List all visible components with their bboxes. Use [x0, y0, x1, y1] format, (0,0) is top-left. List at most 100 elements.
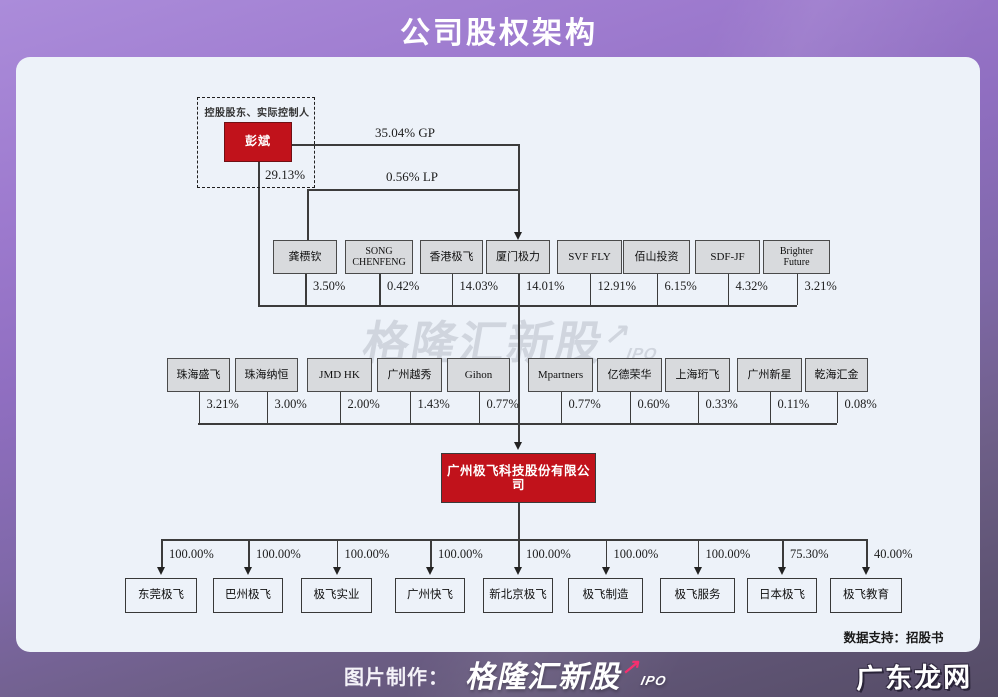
ownership-percentage: 14.01% — [526, 279, 565, 293]
ownership-percentage: 0.08% — [844, 397, 877, 411]
ownership-percentage: 3.50% — [313, 279, 346, 293]
shareholder-box: 龚槚钦 — [273, 240, 337, 274]
connector-line — [560, 392, 562, 423]
arrowhead-icon — [514, 442, 523, 450]
connector-line — [307, 189, 309, 240]
arrowhead-icon — [157, 567, 166, 575]
shareholder-box: SDF-JF — [695, 240, 760, 274]
subsidiary-box: 极飞服务 — [660, 578, 735, 613]
ownership-percentage: 0.11% — [777, 397, 810, 411]
connector-line — [258, 162, 260, 305]
arrowhead-icon — [332, 567, 341, 575]
shareholder-box: 佰山投资 — [623, 240, 690, 274]
ownership-percentage: 1.43% — [417, 397, 450, 411]
connector-line — [307, 189, 519, 191]
controlling-shareholder-group-label: 控股股东、实际控制人 — [204, 108, 310, 119]
connector-line — [697, 392, 699, 423]
connector-line — [336, 539, 338, 568]
connector-line — [518, 305, 520, 445]
shareholder-box: SONG CHENFENG — [345, 240, 413, 274]
connector-line — [305, 274, 307, 305]
ownership-percentage: 75.30% — [790, 547, 829, 561]
connector-line — [248, 539, 250, 568]
connector-line — [198, 392, 200, 423]
controller-box: 彭斌 — [224, 122, 292, 162]
equity-structure-card: 格隆汇新股↗IPO 控股股东、实际控制人 彭斌 35.04% GP 0.56% … — [16, 57, 980, 652]
shareholder-box: Mpartners — [528, 358, 593, 392]
connector-line — [518, 503, 520, 539]
arrowhead-icon — [778, 567, 787, 575]
connector-line — [451, 274, 453, 305]
arrowhead-icon — [514, 567, 523, 575]
ownership-percentage: 100.00% — [526, 547, 571, 561]
connector-line — [589, 274, 591, 305]
connector-line — [796, 274, 798, 305]
shareholder-box: 珠海纳恒 — [235, 358, 298, 392]
ownership-percentage: 2.00% — [347, 397, 380, 411]
ownership-percentage: 3.00% — [274, 397, 307, 411]
connector-line — [258, 305, 797, 307]
subsidiary-box: 日本极飞 — [747, 578, 817, 613]
connector-line — [161, 539, 867, 541]
connector-line — [656, 274, 658, 305]
ownership-percentage: 14.03% — [459, 279, 499, 293]
subsidiary-box: 极飞制造 — [568, 578, 643, 613]
shareholder-box: Brighter Future — [763, 240, 830, 274]
ownership-percentage: 0.33% — [705, 397, 738, 411]
connector-line — [266, 392, 268, 423]
shareholder-box: 上海珩飞 — [665, 358, 730, 392]
connector-line — [866, 539, 868, 568]
connector-line — [409, 392, 411, 423]
ownership-percentage: 4.32% — [735, 279, 768, 293]
ownership-percentage: 100.00% — [169, 547, 214, 561]
shareholder-box: 广州新星 — [737, 358, 802, 392]
edge-label-lp: 0.56% LP — [386, 169, 438, 184]
ownership-percentage: 100.00% — [613, 547, 659, 561]
connector-line — [379, 274, 381, 305]
data-support-note: 数据支持：招股书 — [843, 631, 944, 645]
connector-line — [697, 539, 699, 568]
shareholder-box: 亿德荣华 — [597, 358, 662, 392]
arrowhead-icon — [426, 567, 435, 575]
connector-line — [478, 392, 480, 423]
arrowhead-icon — [514, 232, 523, 240]
connector-line — [161, 539, 163, 568]
ownership-percentage: 6.15% — [664, 279, 697, 293]
controlling-shareholder-group-frame — [197, 97, 315, 188]
connector-line — [292, 144, 518, 146]
page-title: 公司股权架构 — [400, 17, 598, 50]
company-box: 广州极飞科技股份有限公司 — [441, 453, 596, 503]
footer: 图片制作： 格隆汇新股↗IPO 广东龙网 — [0, 650, 998, 697]
subsidiary-box: 极飞实业 — [301, 578, 372, 613]
connector-line — [430, 539, 432, 568]
subsidiary-box: 广州快飞 — [395, 578, 465, 613]
shareholder-box: JMD HK — [307, 358, 372, 392]
arrowhead-icon — [862, 567, 871, 575]
shareholder-box: 珠海盛飞 — [167, 358, 230, 392]
arrowhead-icon — [244, 567, 253, 575]
arrowhead-icon — [601, 567, 610, 575]
shareholder-box: 厦门极力 — [486, 240, 550, 274]
ownership-percentage: 100.00% — [344, 547, 390, 561]
connector-line — [769, 392, 771, 423]
connector-line — [339, 392, 341, 423]
ownership-percentage: 40.00% — [874, 547, 913, 561]
arrowhead-icon — [693, 567, 702, 575]
shareholder-box: 广州越秀 — [377, 358, 442, 392]
ownership-percentage: 3.21% — [804, 279, 837, 293]
connector-line — [727, 274, 729, 305]
subsidiary-box: 东莞极飞 — [125, 578, 197, 613]
ownership-percentage: 0.77% — [486, 397, 519, 411]
connector-line — [782, 539, 784, 568]
connector-line — [518, 539, 520, 568]
connector-line — [629, 392, 631, 423]
subsidiary-box: 极飞教育 — [830, 578, 902, 613]
shareholder-box: SVF FLY — [557, 240, 622, 274]
ownership-percentage: 3.21% — [206, 397, 239, 411]
subsidiary-box: 巴州极飞 — [213, 578, 283, 613]
subsidiary-box: 新北京极飞 — [483, 578, 553, 613]
shareholder-box: Gihon — [447, 358, 510, 392]
footer-brand-text: 格隆汇新股 — [463, 661, 626, 694]
connector-line — [198, 423, 837, 425]
ownership-percentage: 100.00% — [256, 547, 301, 561]
